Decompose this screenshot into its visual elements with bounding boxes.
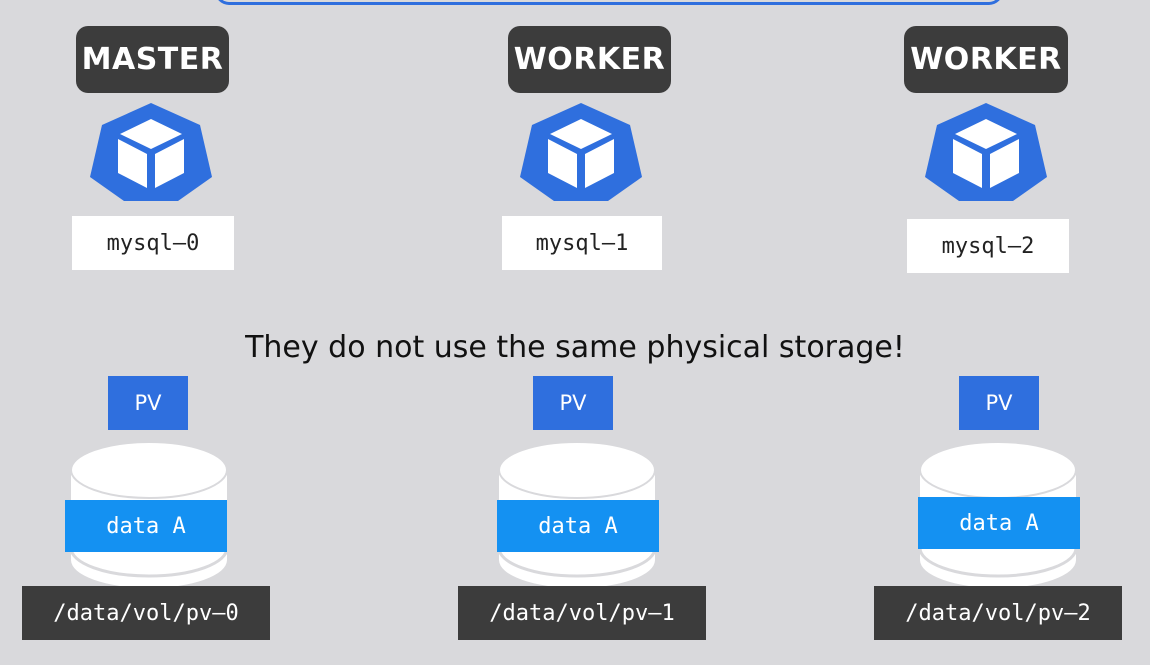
storage-note: They do not use the same physical storag… <box>245 330 905 365</box>
pv-tag: PV <box>959 376 1039 430</box>
pod-label: mysql–2 <box>907 219 1069 273</box>
pod-label: mysql–0 <box>72 216 234 270</box>
data-band: data A <box>918 497 1080 549</box>
data-band: data A <box>497 500 659 552</box>
volume-path: /data/vol/pv–0 <box>22 586 270 640</box>
volume-path: /data/vol/pv–2 <box>874 586 1122 640</box>
kubernetes-pod-icon <box>923 101 1049 203</box>
pod-label: mysql–1 <box>502 216 662 270</box>
kubernetes-pod-icon <box>518 101 644 203</box>
top-frame-edge <box>215 0 1003 5</box>
data-band: data A <box>65 500 227 552</box>
kubernetes-pod-icon <box>88 101 214 203</box>
role-badge-master: MASTER <box>76 26 229 93</box>
role-badge-worker: WORKER <box>904 26 1068 93</box>
pv-tag: PV <box>108 376 188 430</box>
pv-tag: PV <box>533 376 613 430</box>
volume-path: /data/vol/pv–1 <box>458 586 706 640</box>
role-badge-worker: WORKER <box>508 26 671 93</box>
